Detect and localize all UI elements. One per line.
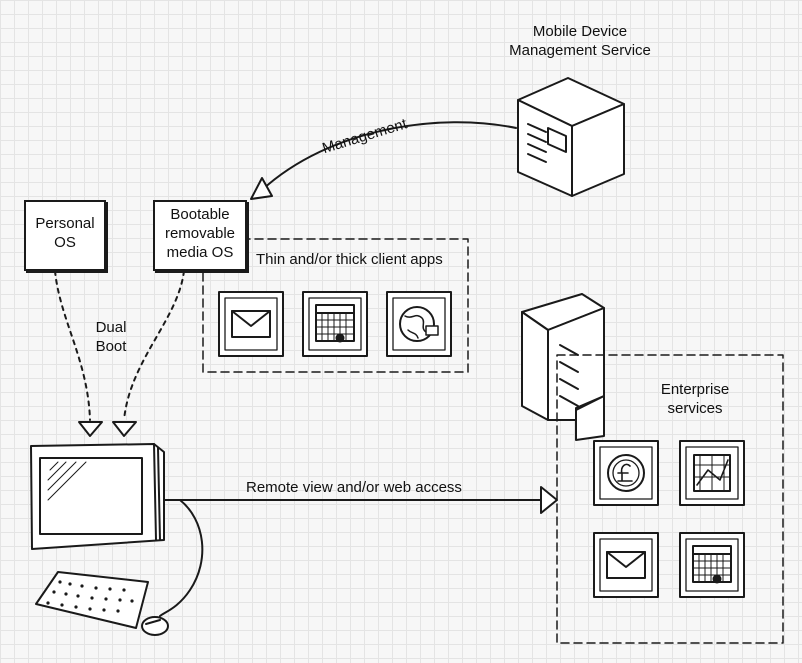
- enterprise-services-label: Enterprise services: [660, 381, 730, 417]
- dual-boot-arrows: [54, 270, 185, 437]
- bootable-os-label: Bootable removable media OS: [164, 206, 236, 261]
- client-apps-label: Thin and/or thick client apps: [256, 251, 443, 268]
- map-icon: [679, 440, 745, 506]
- mouse-icon: [141, 499, 204, 636]
- currency-coin-icon: [593, 440, 659, 506]
- mdm-service-label: Mobile Device Management Service: [509, 23, 651, 59]
- dual-boot-label: Dual Boot: [95, 319, 127, 355]
- mail-icon: [593, 532, 659, 598]
- remote-access-label: Remote view and/or web access: [246, 479, 462, 496]
- globe-icon: [386, 291, 452, 357]
- keyboard-icon: [35, 571, 149, 629]
- monitor-icon: [30, 443, 181, 550]
- enterprise-services-container: [556, 354, 784, 644]
- calendar-icon: [302, 291, 368, 357]
- mail-icon: [218, 291, 284, 357]
- calendar-icon: [679, 532, 745, 598]
- personal-os-label: Personal OS: [35, 215, 95, 251]
- bootable-os-box: Bootable removable media OS: [153, 200, 247, 271]
- personal-os-box: Personal OS: [24, 200, 106, 271]
- management-arrow: [250, 121, 517, 200]
- remote-access-arrow: [165, 486, 558, 514]
- client-apps-container: [202, 238, 469, 373]
- server-icon: [517, 77, 625, 197]
- server-rack-icon: [521, 293, 605, 441]
